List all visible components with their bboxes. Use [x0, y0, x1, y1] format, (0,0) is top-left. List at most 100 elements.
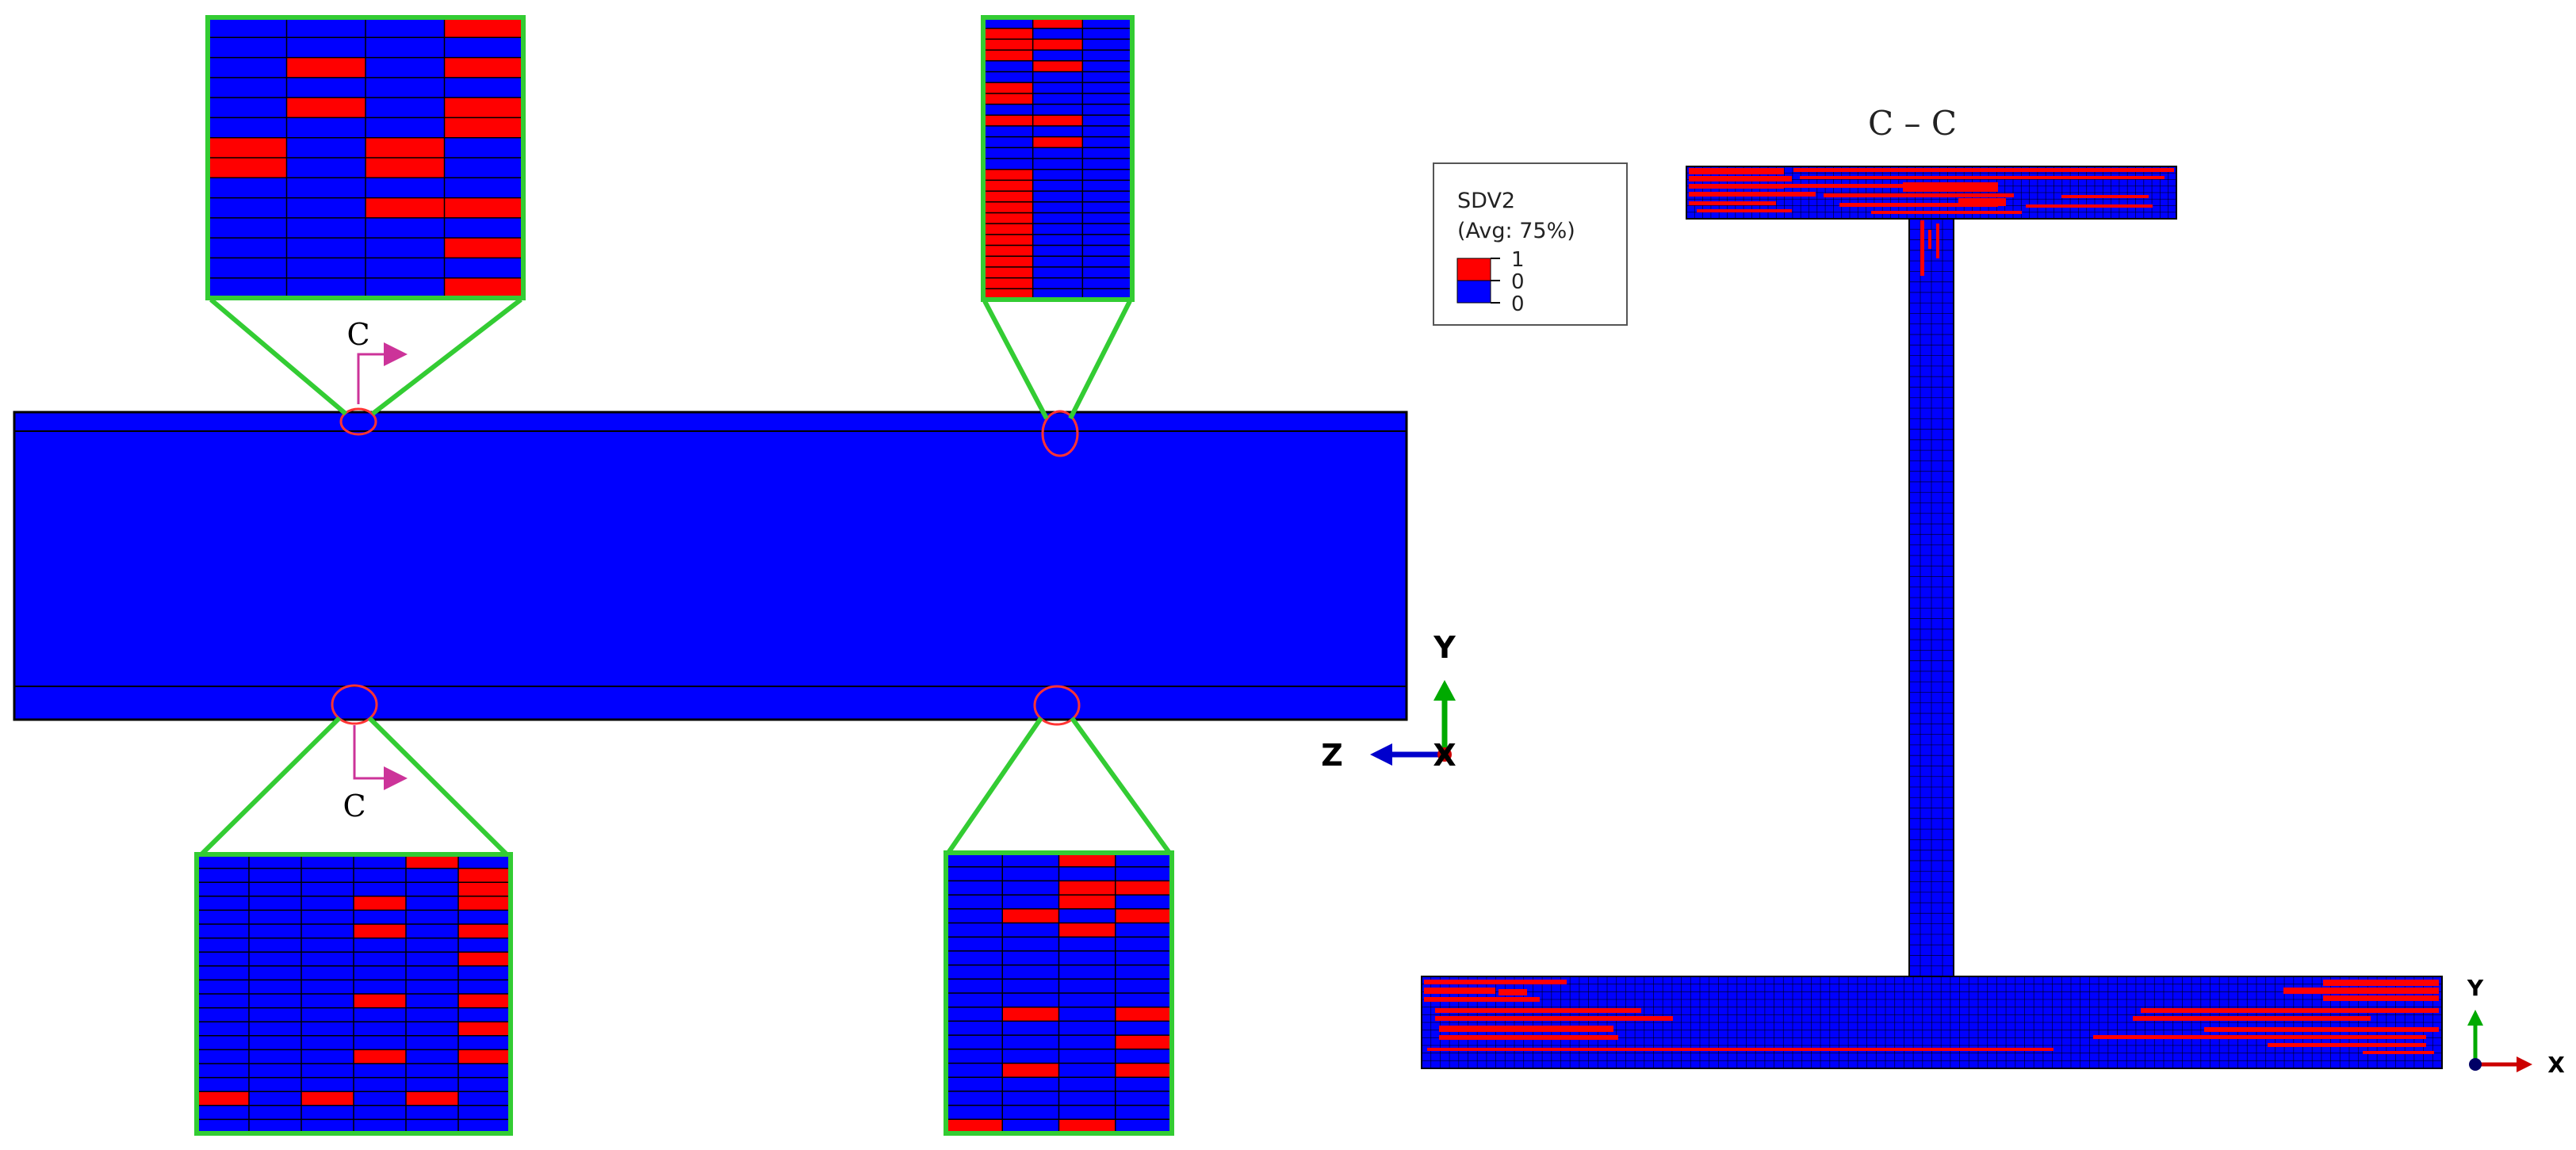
inset-frame	[205, 15, 526, 300]
failed-element	[983, 201, 1033, 213]
failed-element	[354, 994, 406, 1008]
cross-section	[1421, 166, 2443, 1069]
failed-element	[983, 93, 1033, 105]
failed-element	[946, 1119, 1003, 1133]
beam-body	[13, 411, 1408, 721]
failed-element	[2323, 995, 2439, 1001]
failed-element	[1058, 923, 1116, 938]
failed-element	[1032, 136, 1083, 148]
section-cut-top: C	[346, 317, 408, 404]
failed-element	[983, 277, 1033, 289]
failed-element	[1032, 39, 1083, 51]
failed-element	[354, 896, 406, 911]
failed-element	[1958, 198, 2006, 206]
failed-element	[1903, 182, 1998, 192]
failed-element	[1002, 1063, 1059, 1078]
legend-averaging: (Avg: 75%)	[1457, 219, 1575, 243]
failed-element	[1920, 220, 1924, 276]
failed-element	[444, 57, 523, 78]
failed-element	[444, 117, 523, 138]
failed-element	[1435, 1016, 1673, 1021]
inset-frame	[944, 850, 1174, 1136]
failed-element	[983, 288, 1033, 300]
failed-element	[1689, 176, 1792, 181]
failed-element	[366, 158, 445, 178]
marker-bottom-right	[1033, 685, 1081, 726]
failed-element	[208, 158, 287, 178]
failed-element	[1427, 1048, 2054, 1051]
triad-main-x-label: X	[1433, 738, 1456, 773]
failed-element	[1424, 997, 1540, 1002]
failed-element	[458, 896, 511, 911]
failed-element	[444, 238, 523, 258]
failed-element	[983, 39, 1033, 51]
zoom-inset-bottom-right	[944, 850, 1174, 1136]
failed-element	[1689, 201, 1776, 205]
failed-element	[1424, 980, 1567, 984]
failed-element	[1424, 988, 1495, 994]
zoom-leader-lines	[197, 297, 1172, 858]
failed-element	[1793, 168, 2174, 172]
failed-element	[2268, 1043, 2426, 1047]
failed-element	[1032, 60, 1083, 72]
beam-side-view	[13, 411, 1408, 721]
failed-element	[983, 224, 1033, 235]
failed-element	[1115, 1063, 1172, 1078]
failed-element	[458, 952, 511, 966]
legend: SDV2 (Avg: 75%) 1 0 0	[1433, 162, 1628, 326]
failed-element	[2026, 204, 2153, 208]
triad-section-y-label: Y	[2467, 975, 2484, 1001]
failed-element	[1435, 1008, 1641, 1013]
failed-element	[1058, 853, 1116, 867]
failed-element	[1689, 168, 1784, 174]
section-cut-top-label: C	[346, 317, 369, 352]
section-cut-bottom: C	[343, 725, 408, 823]
zoom-markers	[331, 407, 1081, 726]
legend-swatch-blue	[1456, 280, 1491, 304]
failed-element	[2061, 195, 2149, 198]
failed-element	[2283, 988, 2439, 994]
marker-top-right	[1041, 410, 1079, 457]
failed-element	[983, 245, 1033, 257]
legend-label-1: 1	[1511, 248, 1525, 272]
legend-variable: SDV2	[1457, 189, 1515, 213]
failed-element	[983, 266, 1033, 278]
failed-element	[458, 868, 511, 883]
failed-element	[444, 17, 523, 38]
failed-element	[983, 212, 1033, 224]
failed-element	[286, 57, 366, 78]
failed-element	[2133, 1016, 2371, 1021]
failed-element	[444, 197, 523, 218]
failed-element	[1002, 1007, 1059, 1022]
cross-section-top-flange	[1686, 166, 2177, 220]
failed-element	[2323, 980, 2439, 986]
failed-element	[1032, 17, 1083, 29]
triad-main-y-label: Y	[1433, 630, 1456, 665]
triad-section: Y X	[2467, 975, 2565, 1078]
failed-element	[2363, 1051, 2434, 1054]
failed-element	[1499, 989, 1527, 995]
legend-swatch-red	[1456, 258, 1491, 281]
failed-element	[406, 1091, 458, 1106]
failed-element	[1115, 1035, 1172, 1049]
failed-element	[2093, 1035, 2426, 1039]
failed-element	[458, 1049, 511, 1064]
cross-section-web	[1908, 218, 1954, 977]
failed-element	[983, 180, 1033, 192]
triad-main: Y Z X	[1321, 630, 1456, 773]
legend-label-3: 0	[1511, 292, 1525, 316]
failed-element	[2141, 1008, 2439, 1013]
zoom-inset-top-right	[981, 15, 1135, 302]
inset-frame	[194, 852, 513, 1136]
failed-element	[1689, 184, 1784, 189]
failed-element	[1800, 176, 2165, 179]
marker-top-left	[339, 407, 377, 436]
failed-element	[983, 82, 1033, 94]
failed-element	[366, 137, 445, 158]
failed-element	[1936, 224, 1939, 258]
failed-element	[406, 854, 458, 869]
failed-element	[983, 169, 1033, 181]
failed-element	[1839, 203, 1998, 207]
triad-main-z-label: Z	[1321, 738, 1343, 773]
